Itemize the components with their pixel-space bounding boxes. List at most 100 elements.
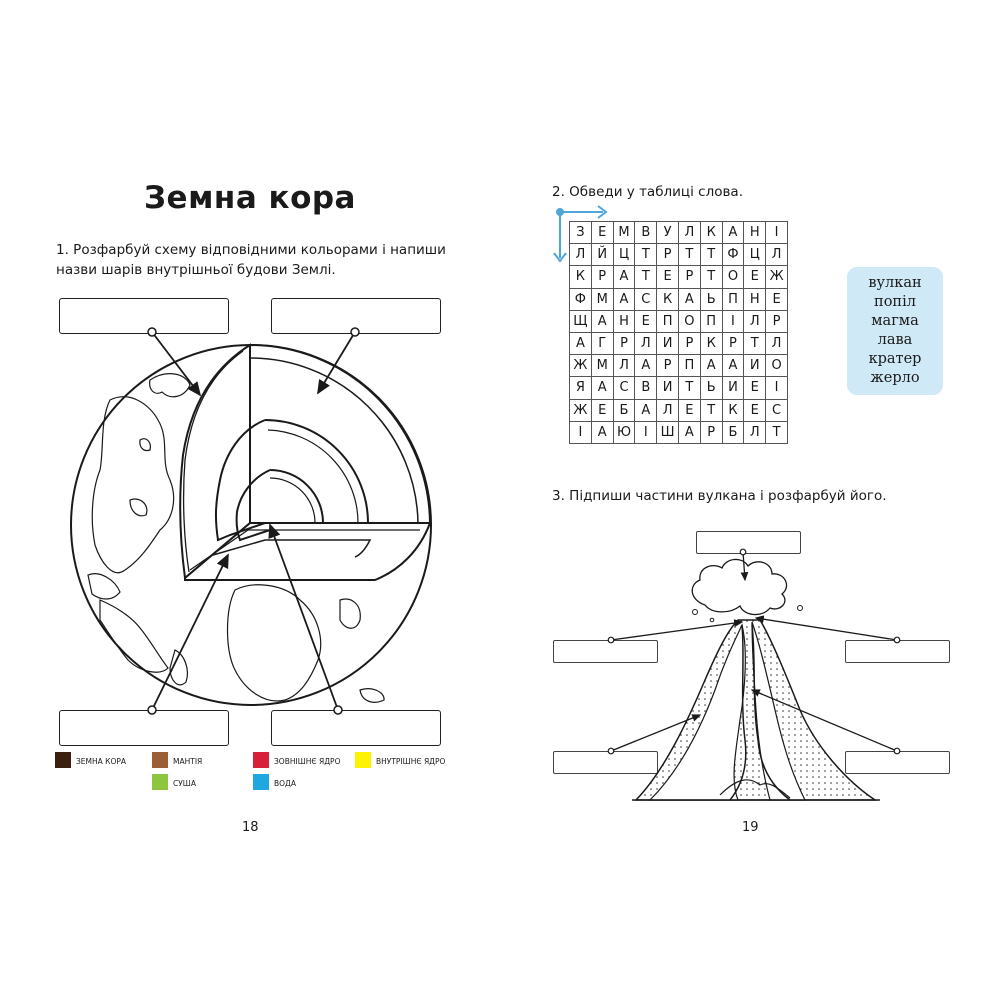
- grid-cell[interactable]: Т: [699, 398, 723, 422]
- grid-cell[interactable]: Р: [656, 354, 679, 378]
- grid-cell[interactable]: С: [634, 287, 658, 311]
- grid-cell[interactable]: Щ: [569, 309, 592, 333]
- grid-cell[interactable]: Ь: [699, 376, 723, 400]
- grid-cell[interactable]: Л: [765, 243, 788, 267]
- grid-cell[interactable]: Е: [590, 220, 614, 245]
- grid-cell[interactable]: Е: [743, 265, 767, 289]
- grid-cell[interactable]: Я: [569, 376, 592, 400]
- grid-cell[interactable]: Н: [743, 220, 767, 245]
- grid-cell[interactable]: Л: [743, 309, 767, 333]
- grid-cell[interactable]: К: [656, 287, 679, 311]
- grid-cell[interactable]: И: [656, 331, 679, 356]
- grid-cell[interactable]: І: [765, 220, 788, 245]
- label-box-bottom-left[interactable]: [59, 710, 229, 746]
- grid-cell[interactable]: І: [634, 420, 658, 444]
- grid-cell[interactable]: Л: [634, 331, 658, 356]
- grid-cell[interactable]: Ж: [765, 265, 788, 289]
- grid-cell[interactable]: А: [590, 376, 614, 400]
- grid-cell[interactable]: Л: [656, 398, 679, 422]
- grid-cell[interactable]: Е: [743, 376, 767, 400]
- grid-cell[interactable]: Ь: [699, 287, 723, 311]
- grid-cell[interactable]: Л: [569, 243, 592, 267]
- grid-cell[interactable]: Р: [677, 331, 701, 356]
- grid-cell[interactable]: Б: [721, 420, 745, 444]
- grid-cell[interactable]: П: [699, 309, 723, 333]
- grid-cell[interactable]: О: [677, 309, 701, 333]
- grid-cell[interactable]: Е: [765, 287, 788, 311]
- grid-cell[interactable]: З: [569, 220, 592, 245]
- grid-cell[interactable]: Р: [677, 265, 701, 289]
- grid-cell[interactable]: Ж: [569, 354, 592, 378]
- grid-cell[interactable]: Р: [612, 331, 636, 356]
- grid-cell[interactable]: У: [656, 220, 679, 245]
- grid-cell[interactable]: Т: [677, 376, 701, 400]
- grid-cell[interactable]: Н: [743, 287, 767, 311]
- grid-cell[interactable]: И: [656, 376, 679, 400]
- grid-cell[interactable]: А: [612, 287, 636, 311]
- grid-cell[interactable]: Т: [677, 243, 701, 267]
- grid-cell[interactable]: Т: [699, 265, 723, 289]
- grid-cell[interactable]: В: [634, 376, 658, 400]
- grid-cell[interactable]: Р: [721, 331, 745, 356]
- grid-cell[interactable]: І: [765, 376, 788, 400]
- volcano-label-left-lower[interactable]: [553, 751, 658, 774]
- grid-cell[interactable]: Л: [743, 420, 767, 444]
- grid-cell[interactable]: О: [765, 354, 788, 378]
- grid-cell[interactable]: А: [612, 265, 636, 289]
- grid-cell[interactable]: П: [677, 354, 701, 378]
- grid-cell[interactable]: И: [743, 354, 767, 378]
- grid-cell[interactable]: Ц: [612, 243, 636, 267]
- grid-cell[interactable]: Е: [656, 265, 679, 289]
- grid-cell[interactable]: А: [590, 309, 614, 333]
- volcano-label-top[interactable]: [696, 531, 801, 554]
- grid-cell[interactable]: Л: [677, 220, 701, 245]
- grid-cell[interactable]: Р: [699, 420, 723, 444]
- grid-cell[interactable]: А: [634, 398, 658, 422]
- grid-cell[interactable]: К: [721, 398, 745, 422]
- grid-cell[interactable]: К: [699, 220, 723, 245]
- grid-cell[interactable]: Ф: [569, 287, 592, 311]
- grid-cell[interactable]: Ж: [569, 398, 592, 422]
- grid-cell[interactable]: П: [721, 287, 745, 311]
- grid-cell[interactable]: А: [721, 354, 745, 378]
- grid-cell[interactable]: Е: [590, 398, 614, 422]
- grid-cell[interactable]: Ц: [743, 243, 767, 267]
- grid-cell[interactable]: Р: [656, 243, 679, 267]
- grid-cell[interactable]: С: [765, 398, 788, 422]
- grid-cell[interactable]: Т: [634, 243, 658, 267]
- grid-cell[interactable]: В: [634, 220, 658, 245]
- grid-cell[interactable]: Н: [612, 309, 636, 333]
- grid-cell[interactable]: С: [612, 376, 636, 400]
- grid-cell[interactable]: Л: [765, 331, 788, 356]
- grid-cell[interactable]: Т: [743, 331, 767, 356]
- grid-cell[interactable]: І: [721, 309, 745, 333]
- grid-cell[interactable]: Р: [590, 265, 614, 289]
- volcano-label-left-upper[interactable]: [553, 640, 658, 663]
- grid-cell[interactable]: П: [656, 309, 679, 333]
- grid-cell[interactable]: М: [612, 220, 636, 245]
- grid-cell[interactable]: Ш: [656, 420, 679, 444]
- grid-cell[interactable]: А: [677, 287, 701, 311]
- grid-cell[interactable]: Й: [590, 243, 614, 267]
- grid-cell[interactable]: Е: [634, 309, 658, 333]
- grid-cell[interactable]: Ю: [612, 420, 636, 444]
- label-box-bottom-right[interactable]: [271, 710, 441, 746]
- grid-cell[interactable]: О: [721, 265, 745, 289]
- grid-cell[interactable]: Т: [765, 420, 788, 444]
- grid-cell[interactable]: М: [590, 287, 614, 311]
- grid-cell[interactable]: Т: [634, 265, 658, 289]
- grid-cell[interactable]: К: [699, 331, 723, 356]
- grid-cell[interactable]: А: [634, 354, 658, 378]
- grid-cell[interactable]: А: [677, 420, 701, 444]
- grid-cell[interactable]: А: [590, 420, 614, 444]
- grid-cell[interactable]: И: [721, 376, 745, 400]
- grid-cell[interactable]: М: [590, 354, 614, 378]
- grid-cell[interactable]: Ф: [721, 243, 745, 267]
- grid-cell[interactable]: Т: [699, 243, 723, 267]
- grid-cell[interactable]: К: [569, 265, 592, 289]
- grid-cell[interactable]: Г: [590, 331, 614, 356]
- grid-cell[interactable]: А: [569, 331, 592, 356]
- grid-cell[interactable]: І: [569, 420, 592, 444]
- label-box-top-left[interactable]: [59, 298, 229, 334]
- grid-cell[interactable]: Л: [612, 354, 636, 378]
